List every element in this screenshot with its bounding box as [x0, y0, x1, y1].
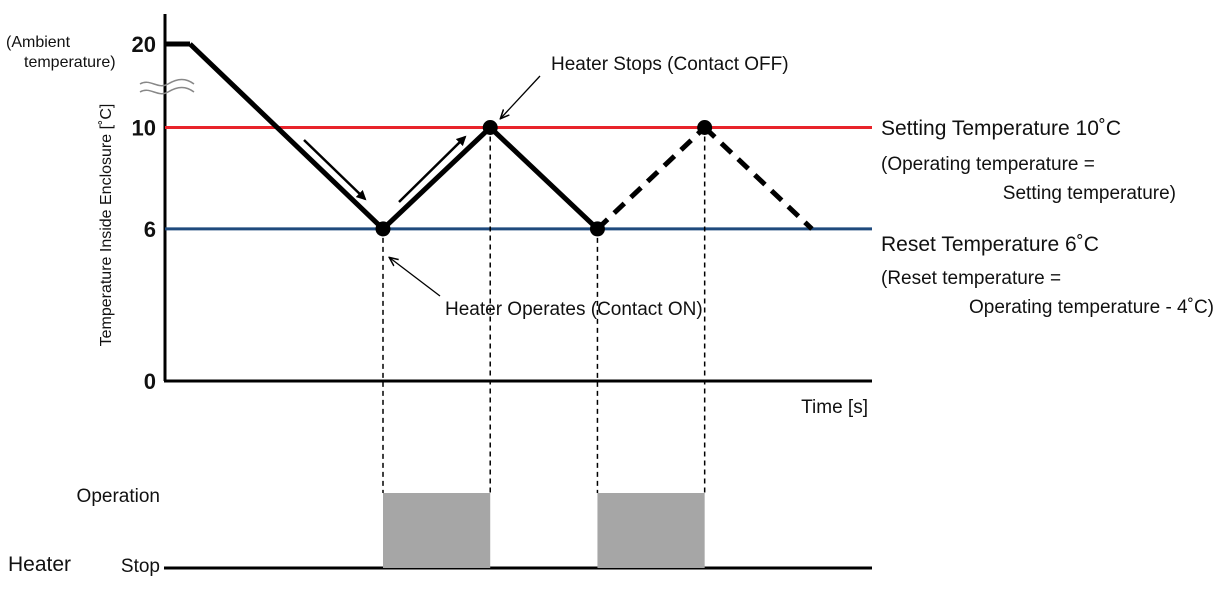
falling-arrow — [303, 139, 367, 201]
reset-temperature-label: Reset Temperature 6˚C — [881, 233, 1099, 256]
curve-segment-dashed — [595, 125, 707, 231]
reset-note-line2: Operating temperature - 4˚C) — [969, 297, 1214, 318]
y-tick-label: 6 — [144, 217, 156, 242]
event-points — [375, 120, 713, 237]
setting-note-line2: Setting temperature) — [1003, 183, 1176, 204]
heater-stops-pointer — [501, 75, 541, 118]
setting-note-line1: (Operating temperature = — [881, 154, 1095, 175]
heater-on-point — [375, 221, 391, 237]
heater-on-point — [589, 221, 605, 237]
y-tick-label: 20 — [132, 32, 156, 57]
heater-label: Heater — [8, 553, 71, 576]
x-axis-label: Time [s] — [801, 397, 868, 418]
ambient-label-line2: temperature) — [24, 54, 116, 71]
heater-stops-callout: Heater Stops (Contact OFF) — [551, 54, 789, 75]
y-tick-label: 0 — [144, 369, 156, 394]
y-tick-label: 10 — [132, 116, 156, 141]
rising-arrow — [398, 135, 467, 203]
ambient-label-line1: (Ambient — [6, 34, 71, 51]
heater-operation-bar — [383, 493, 491, 568]
curve-segment-dashed — [702, 125, 814, 231]
y-tick-labels: 20 10 6 0 — [132, 32, 156, 394]
heater-operates-callout: Heater Operates (Contact ON) — [445, 299, 703, 320]
setting-temperature-label: Setting Temperature 10˚C — [881, 117, 1121, 140]
axis-break-marks — [139, 78, 195, 95]
heater-operation-bars — [383, 493, 705, 568]
curve-segment — [381, 125, 492, 231]
heater-off-point — [697, 120, 713, 135]
heater-operation-label: Operation — [77, 486, 160, 507]
reset-note-line1: (Reset temperature = — [881, 268, 1061, 289]
heater-operates-pointer — [390, 258, 441, 297]
y-axis-label: Temperature Inside Enclosure [˚C] — [98, 104, 115, 347]
temperature-curve — [165, 41, 814, 231]
curve-segment — [488, 125, 600, 231]
heater-operation-bar — [597, 493, 705, 568]
curve-segment — [188, 42, 385, 231]
event-guide-lines — [382, 127, 706, 493]
heater-stop-label: Stop — [121, 556, 160, 577]
heater-off-point — [482, 120, 498, 135]
